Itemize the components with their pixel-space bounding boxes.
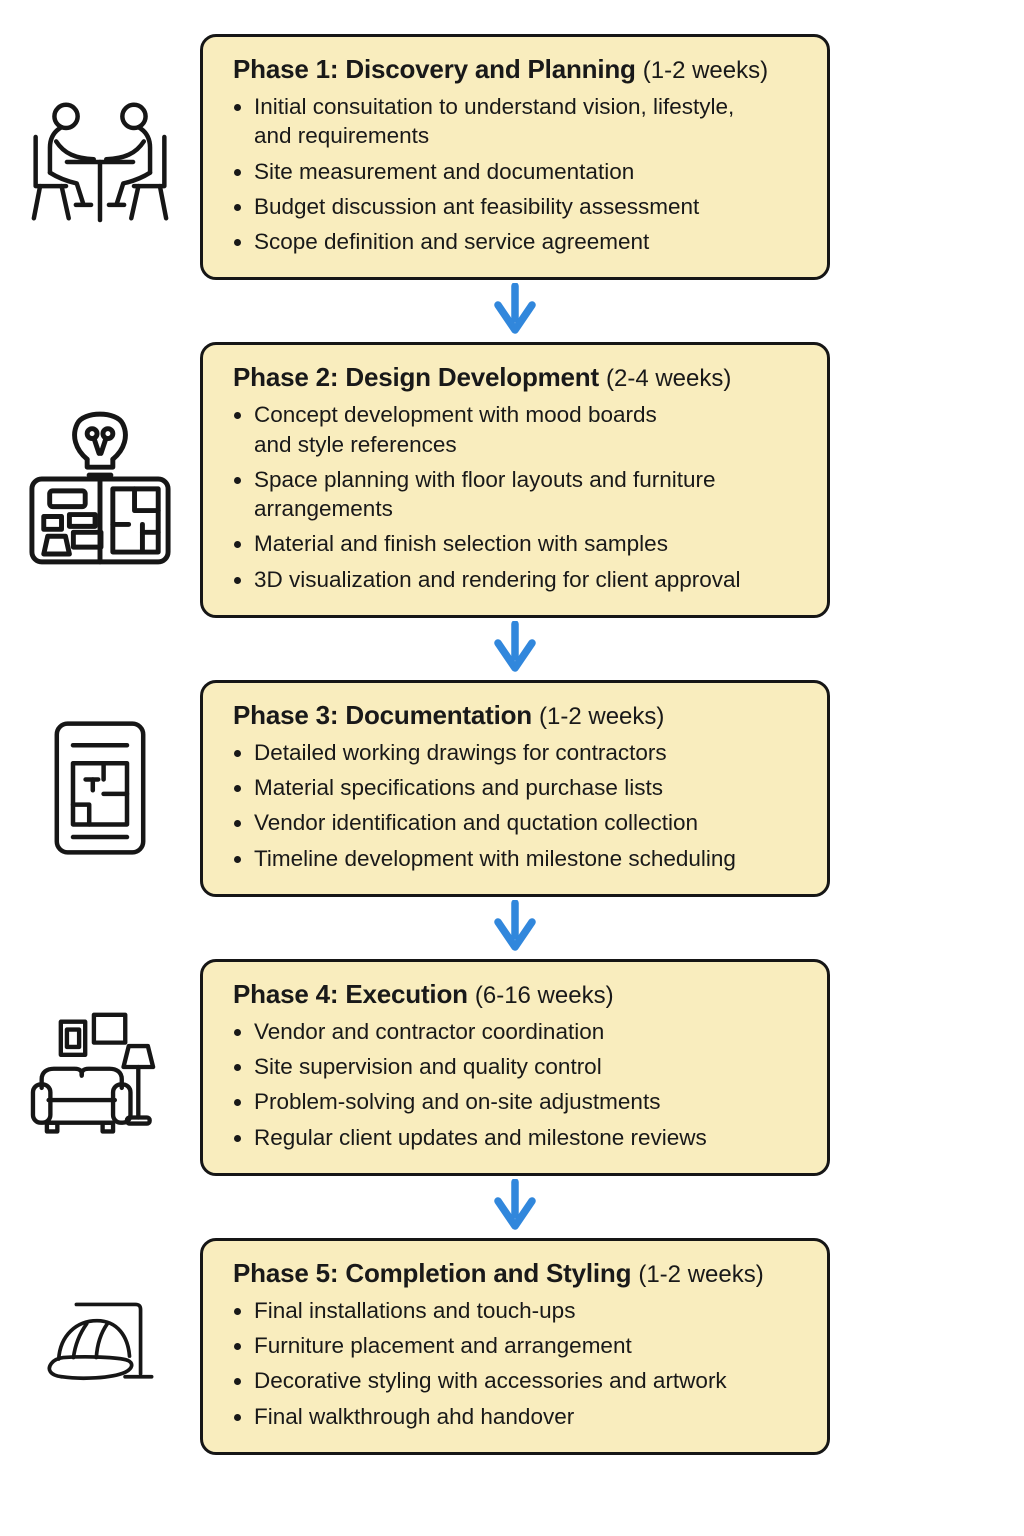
phase-duration: (1-2 weeks): [539, 702, 665, 730]
phase-box-3: Phase 3: Documentation (1-2 weeks) Detai…: [200, 679, 830, 897]
phase-bullet: Problem-solving and on-site adjustments: [254, 1087, 805, 1116]
phase-bullet: Vendor and contractor coordination: [254, 1017, 805, 1046]
phase-title: Phase 3: Documentation (1-2 weeks): [233, 700, 805, 731]
phase-bullet: Site supervision and quality control: [254, 1052, 805, 1081]
phase-bullet-list: Final installations and touch-ups Furnit…: [231, 1296, 805, 1431]
phase-duration: (1-2 weeks): [638, 1260, 764, 1288]
phase-bullet: Furniture placement and arrangement: [254, 1331, 805, 1360]
phase-box-4: Phase 4: Execution (6-16 weeks) Vendor a…: [200, 958, 830, 1176]
phase-bullet: Site measurement and documentation: [254, 157, 805, 186]
flow-arrow-down-icon: [200, 897, 830, 959]
phase-box-5: Phase 5: Completion and Styling (1-2 wee…: [200, 1237, 830, 1455]
phase-title: Phase 1: Discovery and Planning (1-2 wee…: [233, 54, 805, 85]
phase-duration: (1-2 weeks): [642, 57, 769, 84]
hard-hat-icon: [0, 1279, 200, 1414]
flow-arrow-down-icon: [200, 618, 830, 680]
phase-duration: (2-4 weeks): [605, 365, 732, 393]
phase-title-text: Phase 4: Execution: [233, 978, 468, 1009]
living-room-icon: [0, 997, 200, 1137]
phase-row-5: Phase 5: Completion and Styling (1-2 wee…: [0, 1237, 1024, 1455]
phase-bullet: Final walkthrough ahd handover: [254, 1402, 805, 1431]
flow-column: Phase 1: Discovery and Planning (1-2 wee…: [0, 34, 1024, 1455]
floorplan-document-icon: [0, 718, 200, 858]
phase-bullet-list: Concept development with mood boards and…: [231, 400, 805, 594]
phase-title-text: Phase 1: Discovery and Planning: [233, 54, 636, 84]
phase-row-2: Phase 2: Design Development (2-4 weeks) …: [0, 342, 1024, 618]
phase-bullet-list: Detailed working drawings for contractor…: [231, 738, 805, 873]
phase-box-1: Phase 1: Discovery and Planning (1-2 wee…: [200, 34, 830, 281]
phase-row-3: Phase 3: Documentation (1-2 weeks) Detai…: [0, 679, 1024, 897]
phase-bullet: Timeline development with milestone sche…: [254, 844, 805, 873]
phase-bullet: Space planning with floor layouts and fu…: [254, 465, 805, 524]
consultation-meeting-icon: [0, 86, 200, 229]
phase-bullet: Concept development with mood boards and…: [254, 400, 805, 459]
phase-row-1: Phase 1: Discovery and Planning (1-2 wee…: [0, 34, 1024, 281]
phase-bullet: Scope definition and service agreement: [254, 227, 805, 256]
phase-title-text: Phase 2: Design Development: [233, 362, 599, 393]
phase-bullet-list: Vendor and contractor coordination Site …: [231, 1017, 805, 1152]
flow-arrow-down-icon: [200, 1176, 830, 1238]
phase-bullet: Regular client updates and milestone rev…: [254, 1123, 805, 1152]
phase-title: Phase 4: Execution (6-16 weeks): [233, 979, 805, 1010]
phase-bullet: Final installations and touch-ups: [254, 1296, 805, 1325]
phase-bullet: Budget discussion ant feasibility assess…: [254, 192, 805, 221]
phase-title-text: Phase 5: Completion and Styling: [233, 1257, 632, 1288]
phase-row-4: Phase 4: Execution (6-16 weeks) Vendor a…: [0, 958, 1024, 1176]
flow-arrow-down-icon: [200, 280, 830, 342]
phase-bullet: Material specifications and purchase lis…: [254, 773, 805, 802]
phase-bullet: Vendor identification and quctation coll…: [254, 808, 805, 837]
phase-duration: (6-16 weeks): [474, 981, 614, 1009]
phase-bullet: Material and finish selection with sampl…: [254, 529, 805, 558]
phase-title: Phase 2: Design Development (2-4 weeks): [233, 362, 805, 393]
phase-bullet: Decorative styling with accessories and …: [254, 1366, 805, 1395]
phase-bullet-list: Initial consuitation to understand visio…: [231, 92, 805, 256]
phase-bullet: Initial consuitation to understand visio…: [254, 92, 805, 151]
phase-title-text: Phase 3: Documentation: [233, 699, 532, 730]
phase-title: Phase 5: Completion and Styling (1-2 wee…: [233, 1258, 805, 1289]
design-concept-icon: [0, 394, 200, 567]
phase-bullet: Detailed working drawings for contractor…: [254, 738, 805, 767]
phase-box-2: Phase 2: Design Development (2-4 weeks) …: [200, 342, 830, 618]
phase-bullet: 3D visualization and rendering for clien…: [254, 565, 805, 594]
